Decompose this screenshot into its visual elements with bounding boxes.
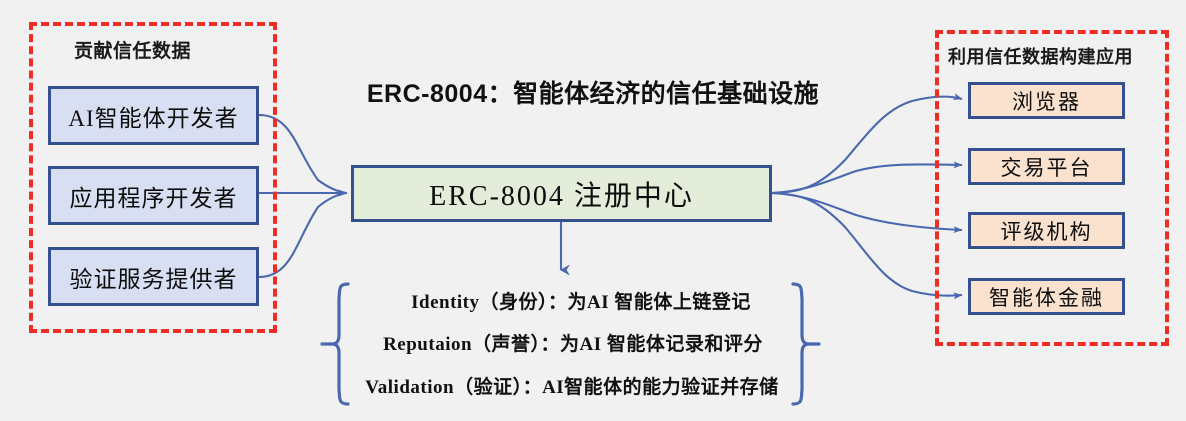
wire-consumer-1 — [771, 161, 963, 195]
wire-consumer-3 — [771, 191, 963, 300]
node-browser[interactable]: 浏览器 — [968, 82, 1125, 119]
node-erc8004-registry[interactable]: ERC-8004 注册中心 — [351, 165, 772, 222]
brace-right — [791, 282, 810, 406]
group-title-producers: 贡献信任数据 — [74, 41, 192, 62]
group-panel-producers — [29, 22, 277, 333]
node-rating-agency[interactable]: 评级机构 — [968, 212, 1125, 249]
definition-list: Identity（身份）：为AI 智能体上链登记 Reputaion（声誉）：为… — [352, 279, 792, 407]
wire-consumer-2 — [771, 191, 963, 234]
brace-left — [331, 282, 350, 406]
wire-consumer-0 — [771, 93, 963, 195]
definition-reputation: Reputaion（声誉）：为AI 智能体记录和评分 — [383, 334, 763, 356]
node-app-developer[interactable]: 应用程序开发者 — [48, 166, 259, 225]
group-panel-applications — [935, 30, 1169, 346]
node-validation-service-provider[interactable]: 验证服务提供者 — [48, 247, 259, 306]
group-title-applications: 利用信任数据构建应用 — [948, 47, 1133, 67]
node-agent-finance[interactable]: 智能体金融 — [968, 278, 1125, 315]
node-ai-agent-developer[interactable]: AI智能体开发者 — [48, 86, 259, 145]
page-title: ERC-8004：智能体经济的信任基础设施 — [366, 80, 820, 108]
definition-validation: Validation（验证）：AI智能体的能力验证并存储 — [365, 377, 779, 399]
definition-identity: Identity（身份）：为AI 智能体上链登记 — [411, 291, 751, 313]
node-trading-platform[interactable]: 交易平台 — [968, 148, 1125, 185]
